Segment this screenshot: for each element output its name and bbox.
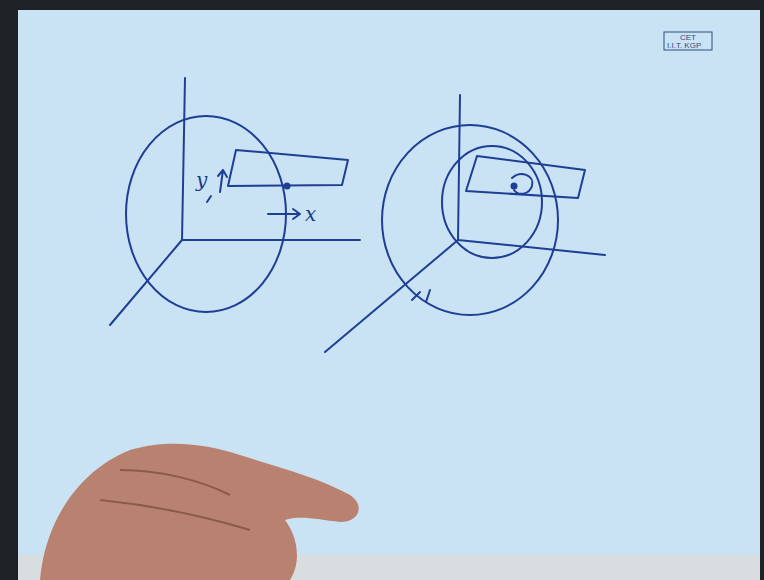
plane-sheet: [466, 156, 585, 198]
point-dot: [511, 183, 518, 190]
tick-mark: [207, 196, 211, 202]
disc-outline: [126, 116, 286, 312]
axis-label: x: [305, 204, 316, 224]
tick-mark: [412, 290, 430, 302]
logo-text: CET: [680, 34, 696, 42]
y-arrow: [218, 170, 227, 192]
point-dot: [284, 183, 291, 190]
logo-text: I.I.T. KGP: [667, 42, 701, 50]
logo-box: [664, 32, 712, 50]
axis-line: [325, 240, 458, 352]
axis-line: [110, 240, 182, 325]
axis-lines: [458, 95, 605, 255]
x-arrow: [268, 209, 300, 219]
axis-lines: [182, 78, 360, 240]
hand-figure: [40, 444, 359, 580]
finger-lines: [100, 470, 250, 530]
axis-label: y: [196, 170, 207, 190]
plane-sheet: [228, 150, 348, 186]
disc-outline: [382, 125, 558, 315]
